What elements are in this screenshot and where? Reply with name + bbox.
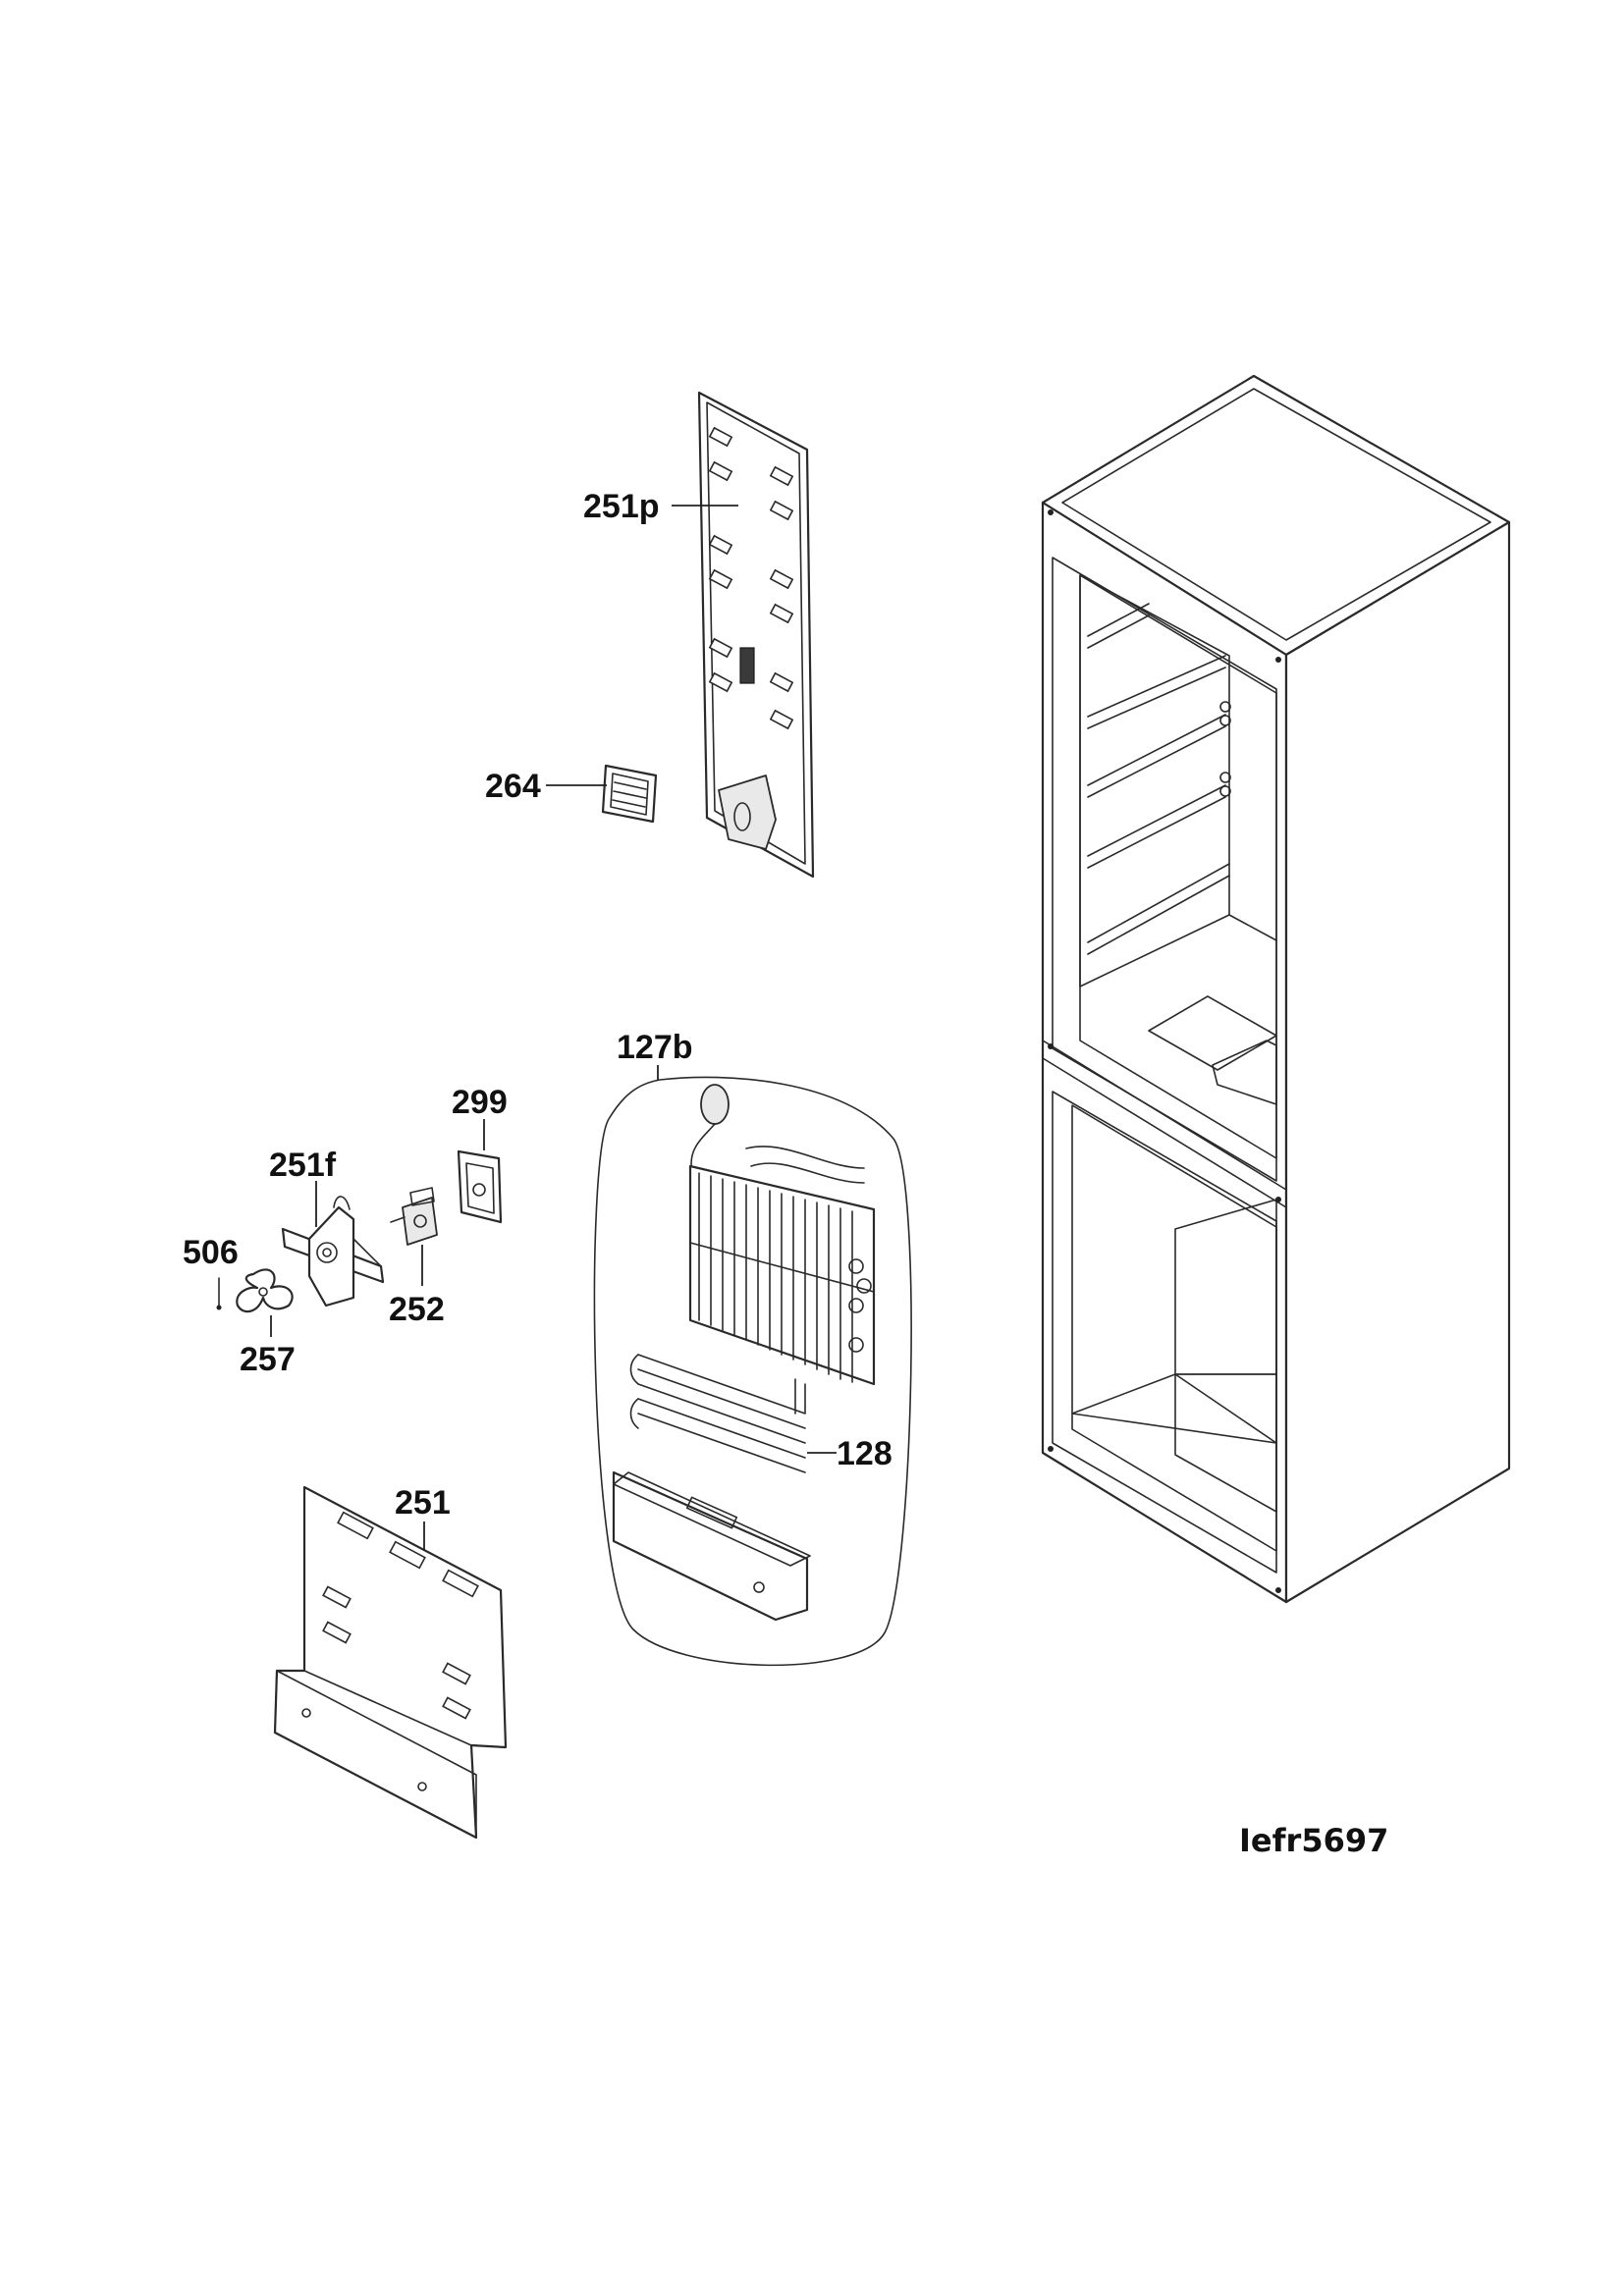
callout-128: 128 [837, 1435, 893, 1472]
panel-vent [739, 647, 755, 684]
fan-motor [390, 1187, 438, 1246]
refrigerator-cabinet [1041, 374, 1511, 1604]
fan-blade [236, 1268, 294, 1313]
callout-251p: 251p [583, 488, 660, 525]
evaporator-cover-panel [697, 391, 815, 879]
shelf-rails [1087, 603, 1231, 955]
drip-tray [612, 1470, 811, 1622]
callout-257: 257 [240, 1341, 296, 1378]
evaporator [688, 1084, 876, 1386]
callout-252: 252 [389, 1291, 445, 1328]
callout-299: 299 [452, 1084, 508, 1121]
control-board [457, 1149, 503, 1224]
lower-cover-panel [273, 1485, 508, 1840]
vent-grille [601, 764, 658, 824]
panel-fan-housing [718, 774, 777, 850]
fan-bracket [281, 1196, 385, 1308]
screw [216, 1277, 222, 1310]
evaporator-fins [689, 1172, 875, 1383]
panel-slots [708, 426, 794, 730]
callout-251f: 251f [269, 1147, 337, 1184]
defrost-heater [629, 1354, 806, 1473]
callout-251: 251 [395, 1484, 451, 1522]
callout-264: 264 [485, 768, 541, 805]
evaporator-assembly-outline [593, 1076, 912, 1667]
diagram-code: Iefr5697 [1239, 1822, 1388, 1859]
callout-127b: 127b [617, 1029, 693, 1066]
callout-506: 506 [183, 1234, 239, 1271]
